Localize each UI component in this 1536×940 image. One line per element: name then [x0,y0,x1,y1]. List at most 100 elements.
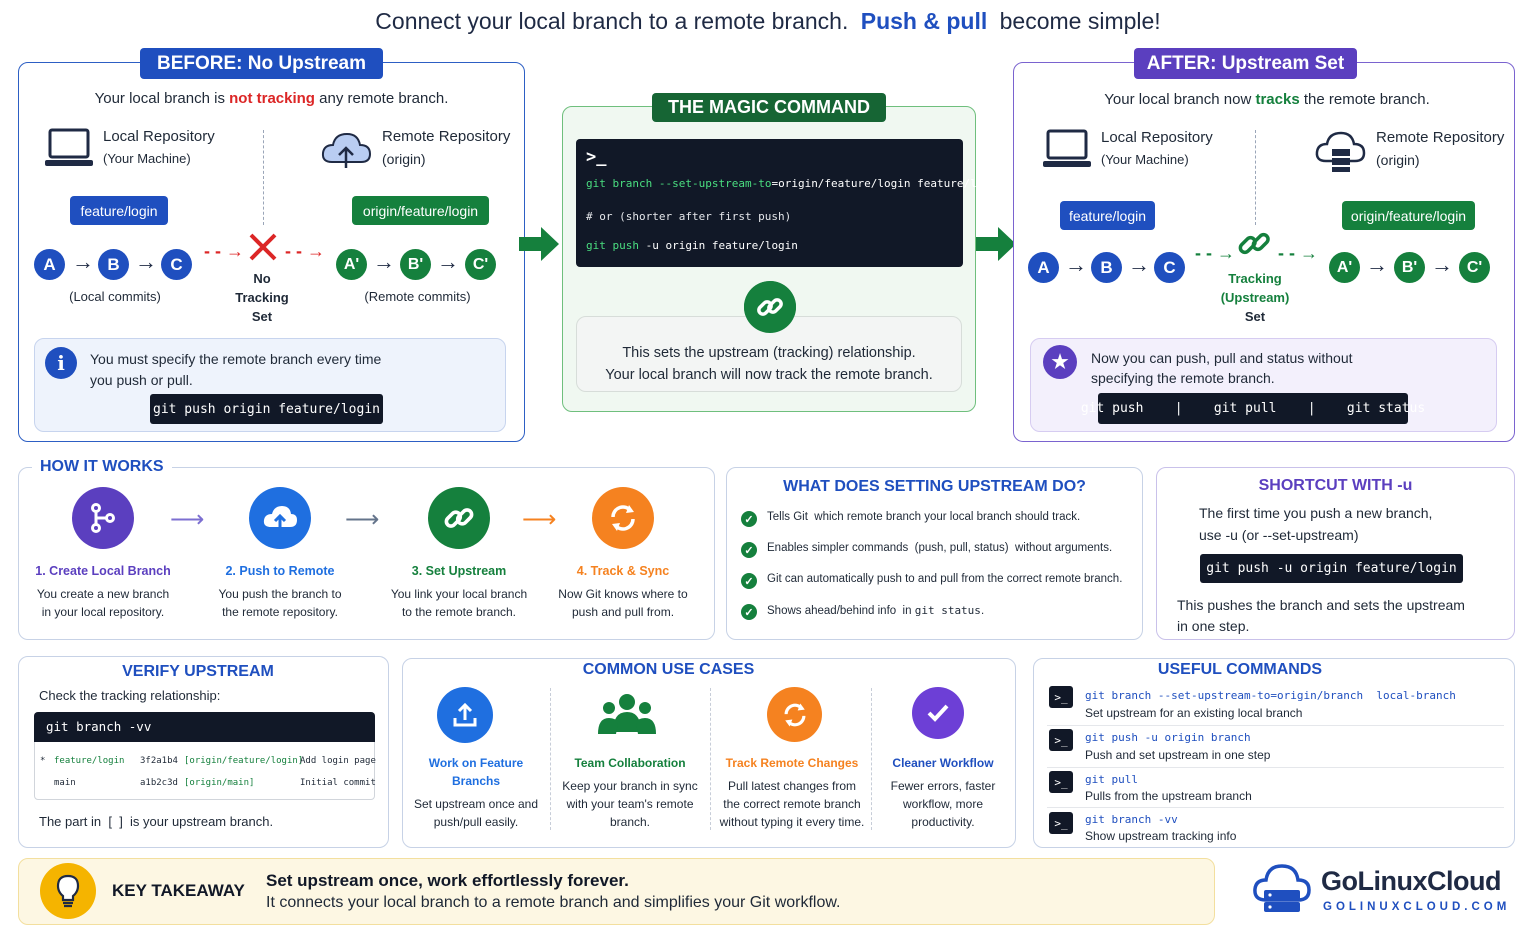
takeaway-line-2: It connects your local branch to a remot… [266,894,841,911]
row-divider [1047,767,1504,768]
after-commit-c-remote: C' [1459,252,1490,283]
after-local-sub: (Your Machine) [1101,152,1189,167]
cloud-upload-icon [249,487,311,549]
after-commit-c: C [1154,252,1185,283]
check-icon: ✓ [741,511,757,527]
terminal-icon: >_ [1049,729,1073,751]
branch-icon [72,487,134,549]
headline-post: become simple! [999,8,1161,34]
magic-cmd1: git branch --set-upstream-to=origin/feat… [586,177,1004,190]
step-arrow-icon: ⟶ [170,506,205,533]
before-remote-sub: (origin) [382,151,426,167]
what-title: WHAT DOES SETTING UPSTREAM DO? [783,478,1086,495]
usecases-panel [402,658,1016,848]
dashed-arrow-red: - - → [285,241,325,261]
how-title: HOW IT WORKS [32,458,172,476]
verify-check: Check the tracking relationship: [39,688,221,703]
arrow-icon: → [72,249,94,274]
after-remote-title: Remote Repository [1376,129,1505,146]
how-step-1: 1. Create Local Branch You create a new … [35,564,171,619]
after-info-cmd: git push | git pull | git status [1081,393,1425,424]
after-status: Your local branch now tracks the remote … [1104,91,1430,108]
laptop-icon [45,128,93,166]
shortcut-cmd: git push -u origin feature/login [1200,554,1463,583]
verify-title: VERIFY UPSTREAM [122,663,274,680]
takeaway-panel [18,858,1215,925]
magic-badge: THE MAGIC COMMAND [652,93,886,122]
link-icon [744,281,796,333]
before-remote-title: Remote Repository [382,128,511,145]
after-remote-sub: (origin) [1376,152,1420,168]
before-status: Your local branch is not tracking any re… [94,90,449,107]
before-local-sub: (Your Machine) [103,151,191,166]
cloud-server-icon [1315,131,1366,172]
how-panel [18,467,715,640]
chain-link-icon [1238,232,1270,255]
tracking-label: Tracking(Upstream)Set [1220,271,1290,324]
remote-commits-caption: (Remote commits) [364,289,471,304]
usecase-2: Team Collaboration Keep your branch in s… [562,756,698,829]
useful-cmd-3: git pull [1085,773,1138,786]
arrow-icon: → [1431,252,1453,277]
team-icon [598,694,656,734]
what-item-1: Tells Git which remote branch your local… [767,511,1081,523]
after-commit-a: A [1028,252,1059,283]
headline: Connect your local branch to a remote br… [0,8,1536,35]
useful-title: USEFUL COMMANDS [1157,661,1323,678]
x-mark-icon [249,233,277,261]
dashed-arrow-green: - - → [1195,243,1235,263]
brand-url: GOLINUXCLOUD.COM [1323,901,1511,913]
useful-cmd-4: git branch -vv [1085,813,1178,826]
usecase-divider [871,688,872,830]
magic-terminal [576,139,963,267]
useful-desc-1: Set upstream for an existing local branc… [1085,706,1303,720]
after-info-text: Now you can push, pull and status withou… [1091,350,1353,386]
arrow-icon: → [1128,252,1150,277]
check-icon [912,687,964,739]
arrow-icon: → [135,249,157,274]
before-divider [263,130,264,225]
useful-desc-4: Show upstream tracking info [1085,829,1237,843]
what-item-2: Enables simpler commands (push, pull, st… [767,542,1113,554]
arrow-icon: → [373,249,395,274]
usecase-3: Track Remote Changes Pull latest changes… [719,756,865,829]
before-commit-c-remote: C' [465,249,496,280]
terminal-icon: >_ [1049,686,1073,708]
usecase-divider [550,688,551,830]
before-remote-branch: origin/feature/login [352,196,489,225]
golinuxcloud-logo-icon [1253,864,1311,912]
takeaway-line-1: Set upstream once, work effortlessly for… [266,871,629,890]
before-commit-b: B [98,249,129,280]
dashed-arrow-green: - - → [1278,243,1318,263]
check-icon: ✓ [741,573,757,589]
magic-desc: This sets the upstream (tracking) relati… [605,345,933,383]
check-icon: ✓ [741,604,757,620]
verify-cmd: git branch -vv [34,712,375,742]
arrow-icon: → [1065,252,1087,277]
laptop-icon [1043,129,1091,167]
info-icon: i [45,347,77,379]
useful-cmd-1: git branch --set-upstream-to=origin/bran… [1085,689,1456,702]
big-arrow-icon [519,227,559,261]
step-arrow-icon: ⟶ [522,506,557,533]
after-remote-branch: origin/feature/login [1342,201,1475,230]
terminal-icon: >_ [1049,771,1073,793]
after-commit-a-remote: A' [1329,252,1360,283]
how-step-3: 3. Set Upstream You link your local bran… [390,564,528,619]
step-arrow-icon: ⟶ [345,506,380,533]
cloud-icon [321,132,372,168]
after-commit-b: B [1091,252,1122,283]
sync-icon [767,687,822,742]
usecases-title: COMMON USE CASES [575,661,762,679]
what-item-3: Git can automatically push to and pull f… [767,573,1123,585]
magic-comment: # or (shorter after first push) [586,210,792,223]
big-arrow-icon [976,227,1016,261]
link-icon [428,487,490,549]
brand-name: GoLinuxCloud [1321,866,1501,896]
before-commit-a-remote: A' [336,249,367,280]
usecase-divider [710,688,711,830]
